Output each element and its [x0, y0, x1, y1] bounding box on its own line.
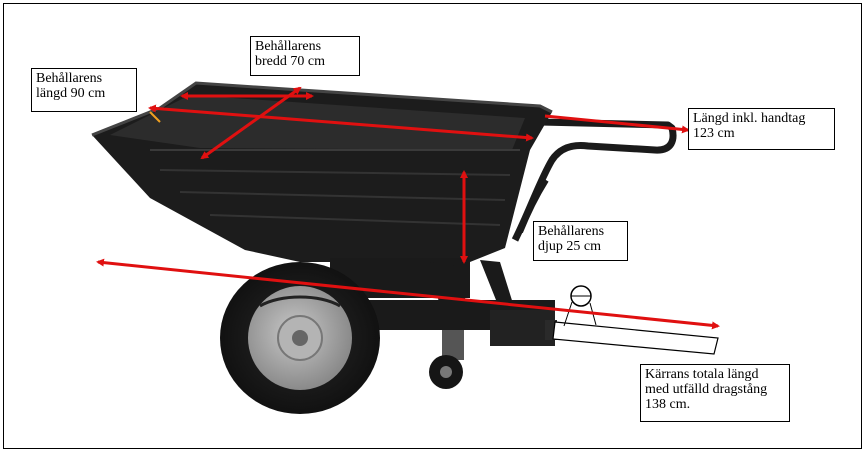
label-total-length: Kärrans totala längd med utfälld dragstå… — [640, 364, 790, 422]
tow-bar-extended-outline — [552, 285, 719, 355]
label-container-depth: Behållarens djup 25 cm — [533, 221, 628, 261]
arrow-length-incl-handle — [544, 114, 690, 134]
arrow-total-length — [96, 258, 720, 330]
label-length-incl-handle: Längd inkl. handtag 123 cm — [688, 108, 835, 150]
label-container-length: Behållarens längd 90 cm — [31, 68, 137, 112]
cart-handle — [511, 118, 677, 242]
measurement-arrows — [96, 86, 720, 330]
label-container-width: Behållarens bredd 70 cm — [250, 36, 360, 76]
cart-wheel — [220, 262, 380, 414]
arrow-container-width-diag — [200, 86, 302, 160]
